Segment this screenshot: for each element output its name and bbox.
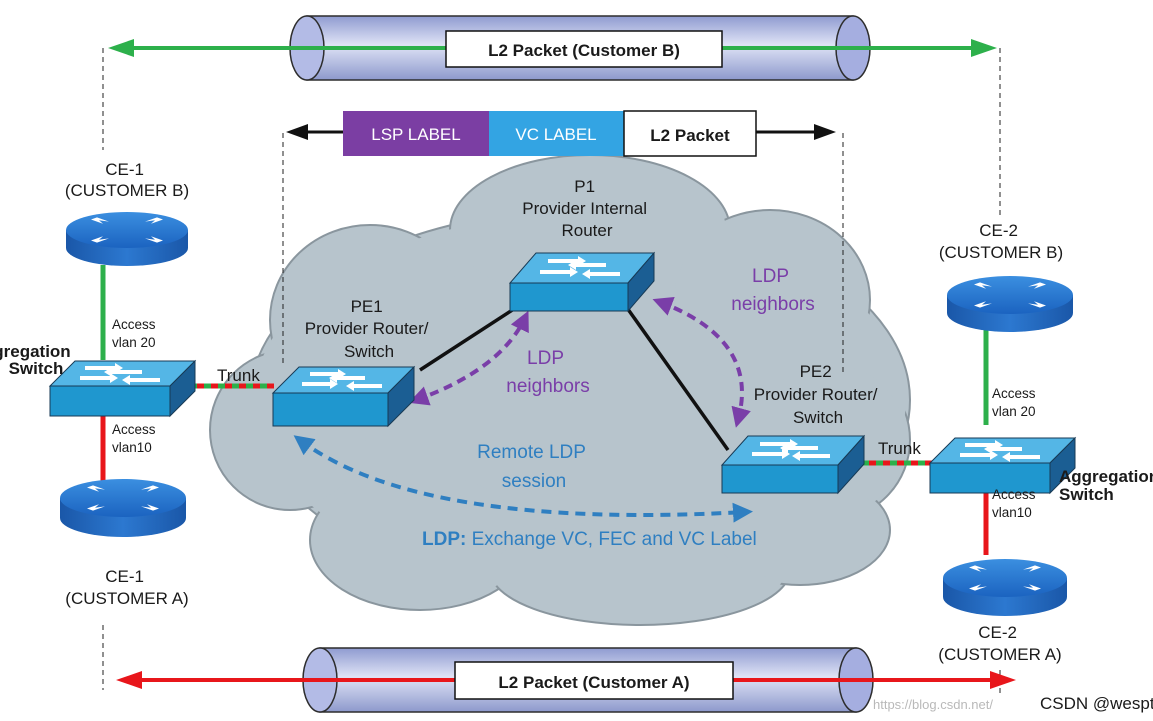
p1-label: P1 Provider Internal Router xyxy=(522,177,651,240)
vc-label-text: VC LABEL xyxy=(515,125,596,144)
access-vlan20-right-label: Access vlan 20 xyxy=(992,386,1039,419)
ce2-a-label: CE-2 (CUSTOMER A) xyxy=(938,623,1061,664)
trunk-left-label: Trunk xyxy=(217,366,260,385)
watermark-url: https://blog.csdn.net/ xyxy=(873,697,993,712)
remote-ldp-label: Remote LDP session xyxy=(477,442,591,492)
ldp-arrows xyxy=(293,296,753,523)
lsp-label-text: LSP LABEL xyxy=(371,125,460,144)
ldp-arrow-pe1-p1 xyxy=(408,310,529,406)
access-vlan10-left-label: Access vlan10 xyxy=(112,422,159,455)
access-vlan10-right-label: Access vlan10 xyxy=(992,487,1039,520)
agg-right-label: Aggregation Switch xyxy=(1059,467,1153,504)
pe2-label: PE2 Provider Router/ Switch xyxy=(754,362,883,427)
guide-lines xyxy=(102,48,1001,695)
ldp-arrow-p1-pe2 xyxy=(652,296,751,428)
remote-ldp-arrow xyxy=(293,435,753,523)
customer-b-packet-label: L2 Packet (Customer B) xyxy=(488,41,680,60)
ce1-customer-a-router xyxy=(60,479,186,537)
ce2-customer-b-router xyxy=(947,276,1073,332)
pe1-switch xyxy=(271,365,416,428)
ldp-exchange-label: LDP: Exchange VC, FEC and VC Label xyxy=(422,529,757,550)
lsp-label-box xyxy=(343,111,489,156)
ce2-customer-a-router xyxy=(943,559,1067,616)
ce1-customer-b-router xyxy=(66,212,188,266)
customer-b-tunnel: L2 Packet (Customer B) xyxy=(108,15,997,81)
access-vlan20-left-label: Access vlan 20 xyxy=(112,317,159,350)
aggregation-switch-right xyxy=(928,436,1077,495)
label-stack-bar: LSP LABEL VC LABEL L2 Packet xyxy=(286,110,836,157)
vc-label-box xyxy=(489,111,624,156)
ldp-neighbors-right: LDP neighbors xyxy=(731,266,814,315)
watermark-credit: CSDN @wespten xyxy=(1040,694,1153,713)
p1-switch xyxy=(508,251,656,313)
customer-a-packet-label: L2 Packet (Customer A) xyxy=(498,673,689,692)
pe2-switch xyxy=(720,434,866,495)
trunk-right-label: Trunk xyxy=(878,439,921,458)
ce1-a-label: CE-1 (CUSTOMER A) xyxy=(65,567,188,608)
ce1-b-label: CE-1 (CUSTOMER B) xyxy=(65,160,189,200)
ldp-neighbors-left: LDP neighbors xyxy=(506,348,589,397)
l2-packet-text: L2 Packet xyxy=(650,126,730,145)
l2-packet-box xyxy=(623,110,757,157)
customer-a-tunnel: L2 Packet (Customer A) xyxy=(116,647,1016,713)
ce2-b-label: CE-2 (CUSTOMER B) xyxy=(939,221,1063,262)
aggregation-switch-left xyxy=(48,359,197,418)
pe1-label: PE1 Provider Router/ Switch xyxy=(305,297,434,361)
agg-left-label: Aggregation Switch xyxy=(0,342,75,378)
